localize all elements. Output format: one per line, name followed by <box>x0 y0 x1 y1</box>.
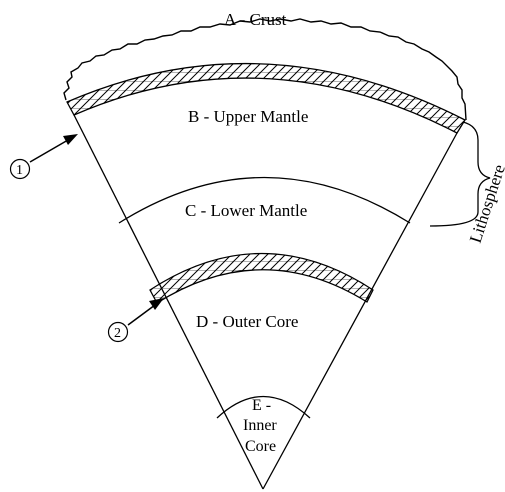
label-inner-core-2: Inner <box>243 417 277 434</box>
marker-2-arrow-shaft <box>127 304 156 326</box>
marker-1-arrow-shaft <box>29 139 69 163</box>
label-outer-core: D - Outer Core <box>196 312 298 331</box>
label-upper-mantle: B - Upper Mantle <box>188 107 308 126</box>
marker-2-number: 2 <box>114 326 121 341</box>
upper-lower-mantle-boundary <box>118 176 411 224</box>
marker-1-circle <box>9 158 31 180</box>
marker-2-circle <box>107 321 129 343</box>
left-boundary-line <box>73 114 264 490</box>
lithosphere-label: Lithosphere <box>466 162 505 245</box>
label-lower-mantle: C - Lower Mantle <box>185 201 307 220</box>
marker-2-arrowhead <box>149 298 164 310</box>
label-inner-core-3: Core <box>245 438 276 455</box>
right-boundary-line <box>262 132 458 490</box>
marker-1-number: 1 <box>16 163 23 178</box>
inner-core-boundary <box>216 396 311 419</box>
marker-1-arrowhead <box>63 134 78 145</box>
label-inner-core-1: E - <box>252 397 271 414</box>
lithosphere-brace <box>429 121 491 227</box>
crust-outline <box>63 18 467 121</box>
lower-hatched-band <box>149 252 374 304</box>
label-crust: A - Crust <box>224 10 287 29</box>
